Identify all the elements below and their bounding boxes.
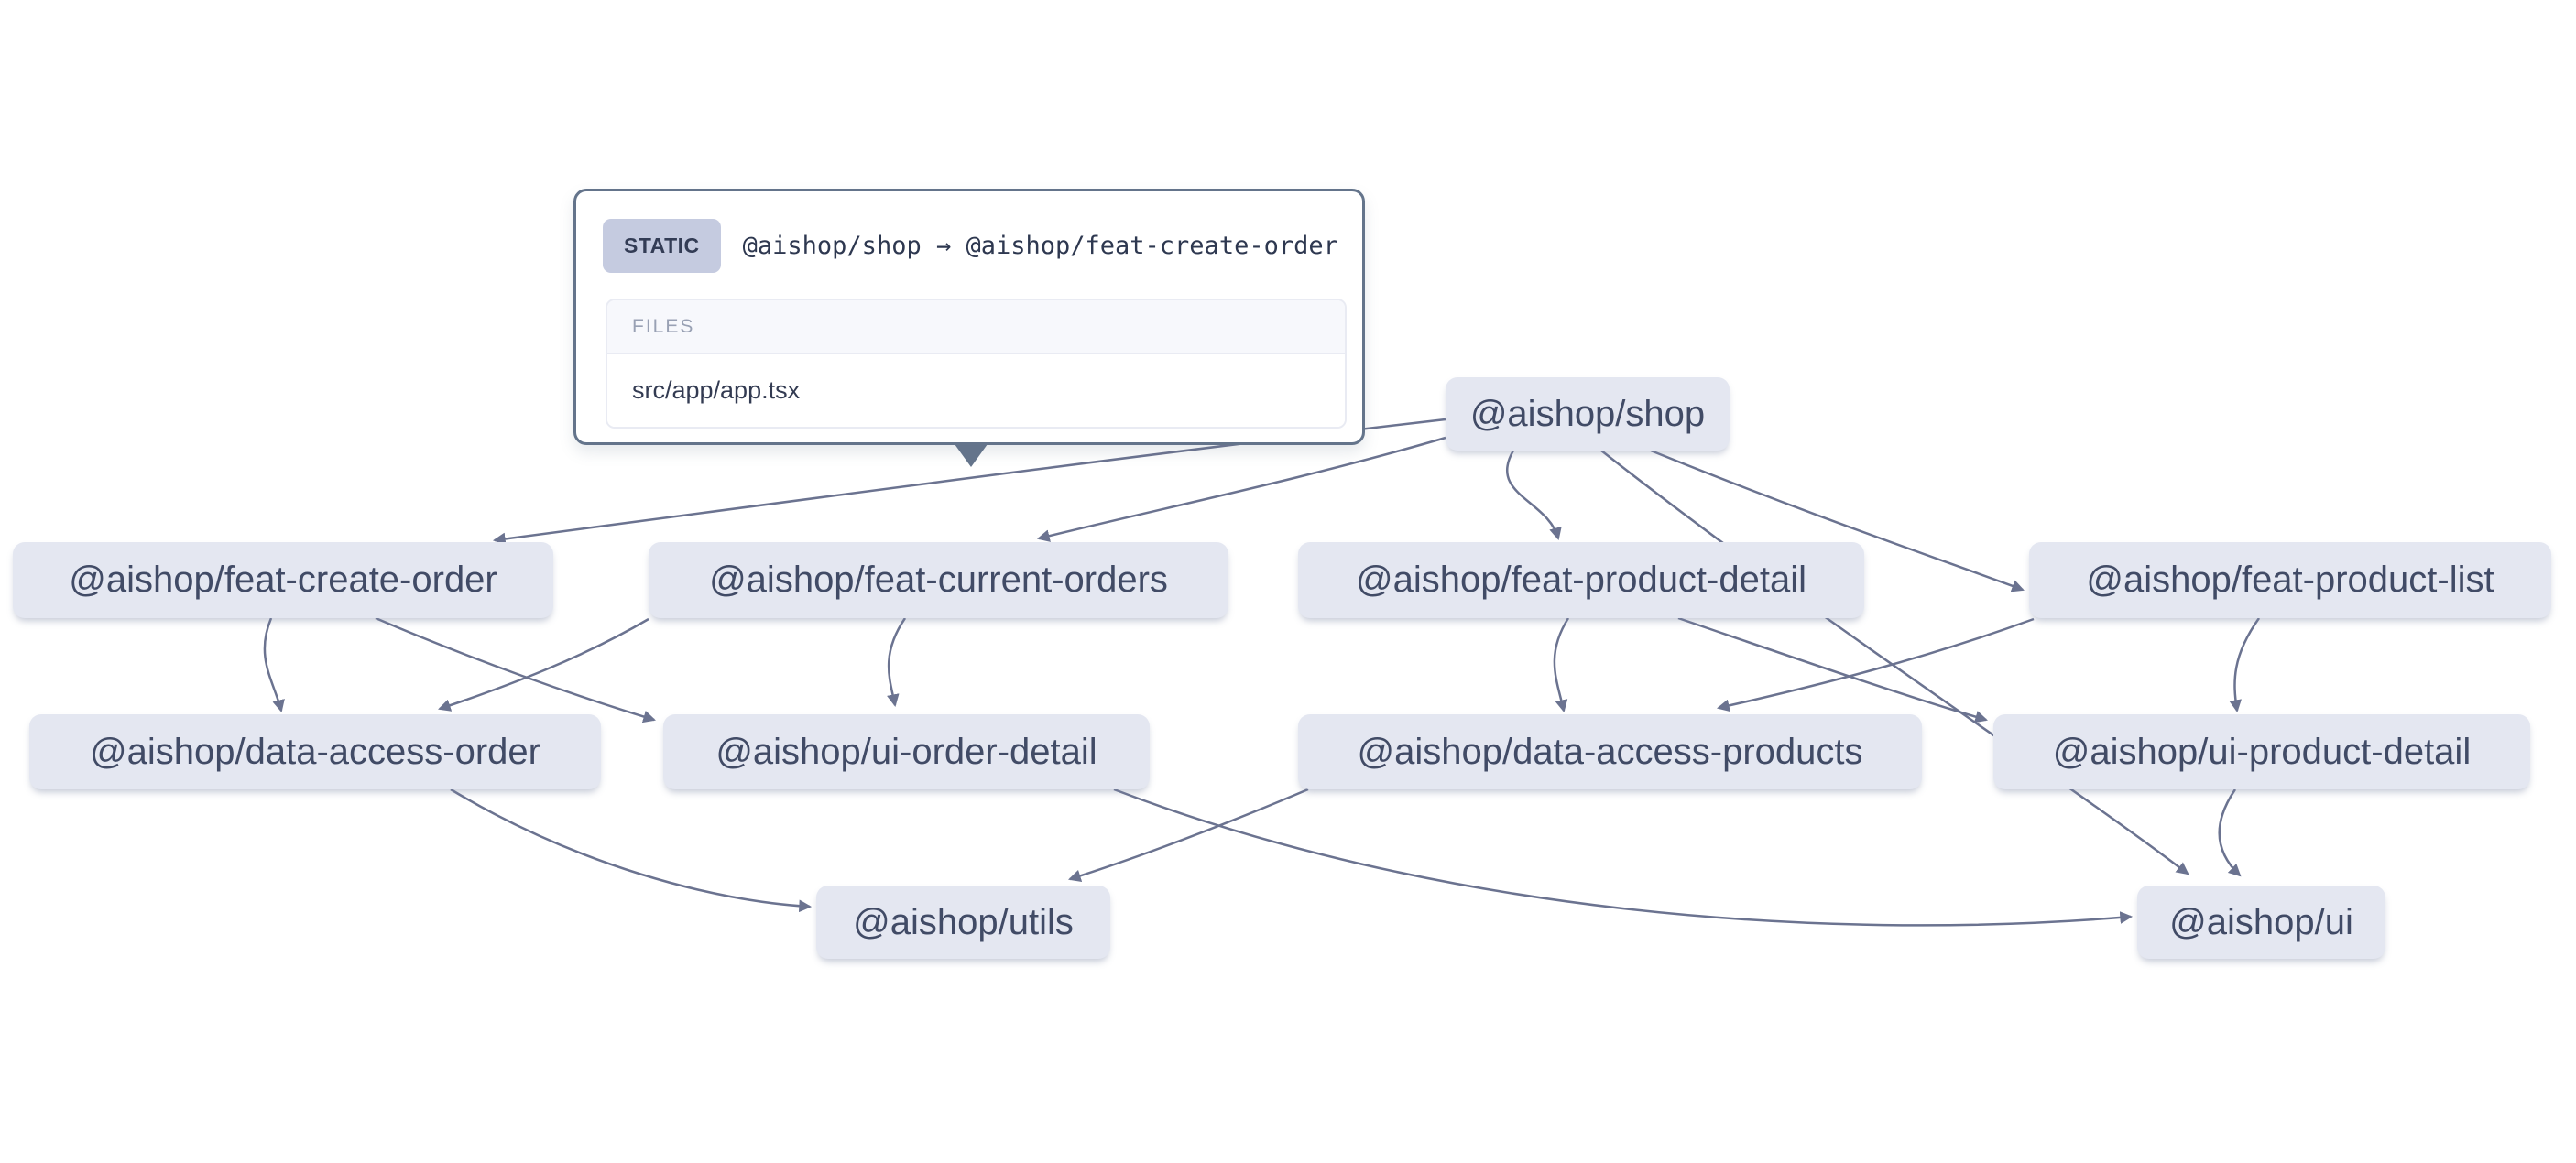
edge-feat-product-detail-to-ui-product-detail[interactable] bbox=[1677, 616, 1988, 723]
edge-feat-product-list-to-data-access-products[interactable] bbox=[1716, 617, 2035, 712]
node-data-access-products[interactable]: @aishop/data-access-products bbox=[1298, 714, 1922, 789]
node-feat-create-order[interactable]: @aishop/feat-create-order bbox=[13, 542, 553, 618]
tooltip-file-item: src/app/app.tsx bbox=[607, 354, 1345, 427]
edge-feat-product-list-to-ui-product-detail[interactable] bbox=[2229, 617, 2261, 713]
dependency-type-badge: STATIC bbox=[603, 219, 721, 273]
edge-feat-current-orders-to-ui-order-detail[interactable] bbox=[887, 617, 907, 708]
node-utils[interactable]: @aishop/utils bbox=[816, 886, 1110, 959]
edge-feat-create-order-to-ui-order-detail[interactable] bbox=[375, 616, 656, 723]
node-data-access-order[interactable]: @aishop/data-access-order bbox=[29, 714, 601, 789]
node-ui-product-detail[interactable]: @aishop/ui-product-detail bbox=[1993, 714, 2530, 789]
edge-feat-product-detail-to-data-access-products[interactable] bbox=[1553, 617, 1570, 713]
tooltip-header: STATIC @aishop/shop → @aishop/feat-creat… bbox=[576, 191, 1362, 273]
edge-ui-product-detail-to-ui[interactable] bbox=[2218, 788, 2242, 877]
edge-feat-current-orders-to-data-access-order[interactable] bbox=[438, 617, 649, 712]
edge-tooltip: STATIC @aishop/shop → @aishop/feat-creat… bbox=[573, 189, 1365, 445]
edge-data-access-products-to-utils[interactable] bbox=[1068, 788, 1309, 883]
tooltip-caret-icon bbox=[955, 444, 988, 467]
edge-shop-to-ui[interactable] bbox=[1600, 450, 2189, 875]
node-shop[interactable]: @aishop/shop bbox=[1446, 377, 1730, 451]
tooltip-files-list: src/app/app.tsx bbox=[607, 354, 1345, 427]
tooltip-edge-label: @aishop/shop → @aishop/feat-create-order bbox=[742, 232, 1338, 260]
edge-shop-to-feat-product-detail[interactable] bbox=[1505, 450, 1562, 540]
node-ui-order-detail[interactable]: @aishop/ui-order-detail bbox=[663, 714, 1150, 789]
edge-shop-to-feat-current-orders[interactable] bbox=[1036, 436, 1446, 542]
edge-shop-to-feat-product-list[interactable] bbox=[1650, 449, 2025, 592]
node-ui[interactable]: @aishop/ui bbox=[2137, 886, 2385, 959]
node-feat-product-list[interactable]: @aishop/feat-product-list bbox=[2029, 542, 2551, 618]
edge-data-access-order-to-utils[interactable] bbox=[450, 788, 813, 913]
edge-feat-create-order-to-data-access-order[interactable] bbox=[263, 617, 285, 713]
node-feat-product-detail[interactable]: @aishop/feat-product-detail bbox=[1298, 542, 1864, 618]
edge-ui-order-detail-to-ui[interactable] bbox=[1113, 788, 2134, 927]
node-feat-current-orders[interactable]: @aishop/feat-current-orders bbox=[649, 542, 1228, 618]
tooltip-files-section-title: FILES bbox=[607, 300, 1345, 354]
tooltip-files-box: FILES src/app/app.tsx bbox=[606, 299, 1347, 429]
